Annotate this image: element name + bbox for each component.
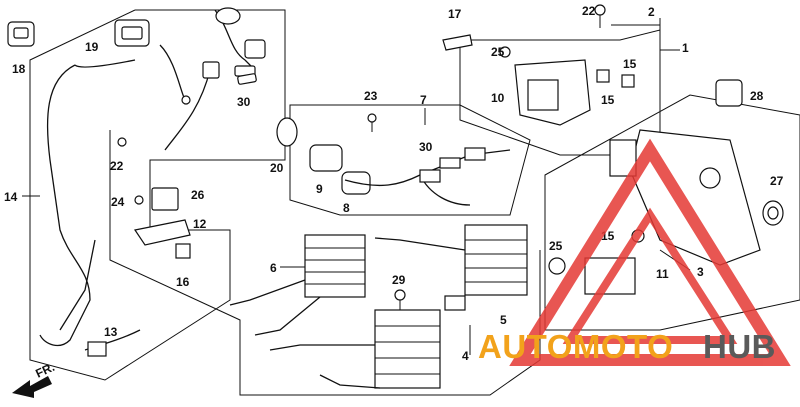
- callout-28: 28: [750, 89, 764, 103]
- connector-13: [84, 329, 141, 357]
- callout-8: 8: [343, 201, 350, 215]
- regulator-4: [269, 309, 441, 389]
- callout-30b: 30: [419, 140, 433, 154]
- relay-9-8: [276, 117, 371, 195]
- watermark-text-automoto: AUTOMOTO: [478, 328, 673, 365]
- callout-15a: 15: [623, 57, 637, 71]
- battery-cable: [39, 59, 136, 347]
- callout-18: 18: [12, 62, 26, 76]
- callout-15b: 15: [601, 93, 615, 107]
- callout-17: 17: [448, 7, 462, 21]
- connector-cover-18: [7, 21, 35, 47]
- callout-23: 23: [364, 89, 378, 103]
- callout-26: 26: [191, 188, 205, 202]
- callout-22b: 22: [110, 159, 124, 173]
- relay-28: [715, 79, 743, 107]
- relay-assembly-10: [499, 46, 635, 126]
- callout-22a: 22: [582, 4, 596, 18]
- callout-25b: 25: [549, 239, 563, 253]
- callout-19: 19: [85, 40, 99, 54]
- callout-24: 24: [111, 195, 125, 209]
- callout-4: 4: [462, 349, 469, 363]
- grommet-27: [762, 200, 784, 226]
- callout-6: 6: [270, 261, 277, 275]
- front-direction-arrow: [12, 376, 52, 398]
- front-direction-label: FR.: [33, 360, 56, 381]
- callout-29: 29: [392, 273, 406, 287]
- stay-assembly: [117, 137, 191, 259]
- callout-13: 13: [104, 325, 118, 339]
- callout-10: 10: [491, 91, 505, 105]
- watermark-logo: [509, 138, 791, 366]
- callout-7: 7: [420, 93, 427, 107]
- left-group-frame: [29, 9, 286, 381]
- callout-3: 3: [697, 265, 704, 279]
- bolt-23: [367, 113, 377, 132]
- callout-30a: 30: [237, 95, 251, 109]
- callout-16: 16: [176, 275, 190, 289]
- callout-11: 11: [656, 267, 669, 281]
- connector-cover-19: [114, 19, 150, 47]
- clip-17: [442, 34, 473, 51]
- callout-2: 2: [648, 5, 655, 19]
- callout-14: 14: [4, 190, 18, 204]
- regulator-5: [374, 224, 528, 311]
- callout-27: 27: [770, 174, 784, 188]
- bolt-22-top: [594, 4, 606, 28]
- callout-5: 5: [500, 313, 507, 327]
- watermark-text-hub: HUB: [703, 328, 776, 365]
- callout-20: 20: [270, 161, 284, 175]
- regulator-6: [229, 234, 366, 336]
- callout-12: 12: [193, 217, 207, 231]
- callout-25a: 25: [491, 45, 505, 59]
- callout-9: 9: [316, 182, 323, 196]
- harness-7: [344, 147, 511, 206]
- sub-harness: [159, 7, 266, 151]
- callout-1: 1: [682, 41, 689, 55]
- bolt-29: [394, 289, 406, 310]
